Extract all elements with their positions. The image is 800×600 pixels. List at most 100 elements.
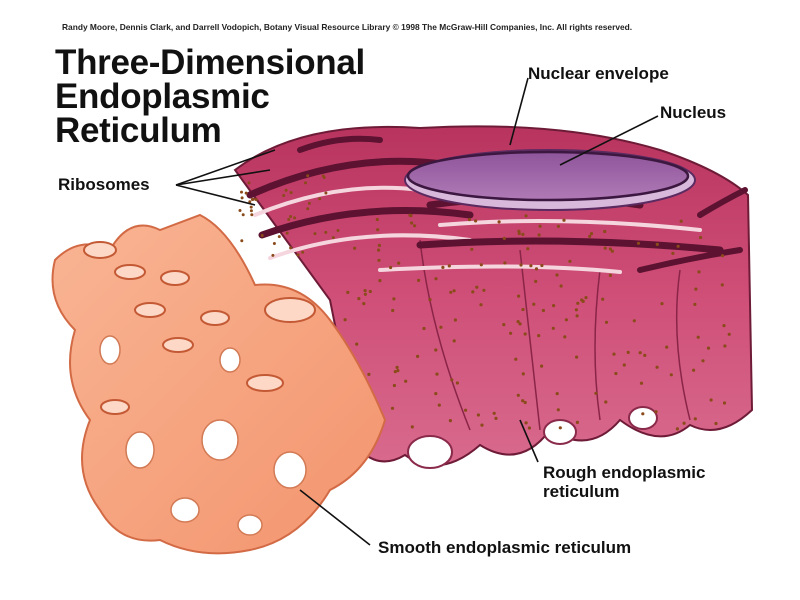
ribosome-dot [355,343,358,346]
ribosome-dot [376,228,379,231]
ribosome-dot [694,417,697,420]
ribosome-dot [640,382,643,385]
ribosome-dot [524,332,527,335]
ribosome-dot [529,264,532,267]
ribosome-dot [540,264,543,267]
ribosome-dot [676,427,679,430]
ribosome-dot [337,229,340,232]
ribosome-dot [590,232,593,235]
ribosome-dot [377,259,380,262]
ribosome-dot [609,274,612,277]
ribosome-dot [517,295,520,298]
ribosome-dot [410,221,413,224]
ribosome-dot [701,359,704,362]
ribosome-dot [391,407,394,410]
rough-er-label-line-2: reticulum [543,482,705,501]
ribosome-dot [532,303,535,306]
ribosome-dot [518,232,521,235]
ribosome-dot [396,366,399,369]
ribosome-dot [519,263,522,266]
ribosome-dot [290,191,293,194]
ribosome-dot [250,213,253,216]
ribosome-dot [255,198,258,201]
ribosome-dot [480,263,483,266]
rough-er-label: Rough endoplasmic reticulum [543,463,705,501]
ribosome-dot [605,321,608,324]
ribosome-dot [471,290,474,293]
ribosome-dot [552,327,555,330]
ribosome-dot [273,242,276,245]
ribosome-dot [556,392,559,395]
nucleus-shape [405,150,695,210]
ribosome-dot [248,181,251,184]
ribosome-dot [377,249,380,252]
ribosome-dot [521,233,524,236]
smooth-er-label: Smooth endoplasmic reticulum [378,538,631,557]
ribosome-dot [392,297,395,300]
ribosome-dot [493,412,496,415]
ribosome-dot [641,412,644,415]
nucleus-label: Nucleus [660,103,726,122]
ribosome-dot [555,273,558,276]
rough-er-label-line-1: Rough endoplasmic [543,463,705,482]
ribosome-dot [450,378,453,381]
ribosome-dot [261,234,264,237]
ribosome-dot [637,242,640,245]
ribosome-dot [563,335,566,338]
ribosome-dot [391,309,394,312]
ribosome-dot [575,356,578,359]
ribosome-dot [271,254,274,257]
ribosome-dot [699,236,702,239]
ribosome-dot [677,245,680,248]
ribosome-dot [453,289,456,292]
ribosome-dot [576,314,579,317]
ribosome-dot [396,369,399,372]
ribosome-dot [389,266,392,269]
ribosome-dot [438,404,441,407]
ribosomes-leader-3 [176,185,255,205]
ribosome-dot [242,213,245,216]
ribosome-dot [357,297,360,300]
ribosome-dot [614,372,617,375]
ribosome-dot [324,192,327,195]
ribosome-dot [323,176,326,179]
ribosome-dot [552,304,555,307]
ribosome-dot [525,421,528,424]
ribosome-dot [560,284,563,287]
ribosome-dot [612,353,615,356]
ribosome-dot [289,215,292,218]
ribosome-dot [568,260,571,263]
ribosome-dot [364,293,367,296]
ribosome-dot [397,262,400,265]
ribosomes-label: Ribosomes [58,175,150,194]
ribosome-dot [287,218,290,221]
ribosome-dot [580,298,583,301]
ribosome-dot [714,422,717,425]
ribosome-dot [362,302,365,305]
ribosome-dot [535,267,538,270]
ribosome-dot [448,264,451,267]
ribosome-dot [241,196,244,199]
ribosome-dot [304,181,307,184]
ribosome-dot [318,197,321,200]
ribosome-dot [517,320,520,323]
ribosome-dot [404,380,407,383]
ribosome-dot [464,409,467,412]
ribosome-dot [654,410,657,413]
ribosome-dot [539,225,542,228]
ribosome-dot [416,355,419,358]
ribosome-dot [522,372,525,375]
ribosome-dot [509,332,512,335]
ribosome-dot [498,220,501,223]
ribosome-dot [285,189,288,192]
ribosome-dot [346,291,349,294]
ribosome-dot [660,302,663,305]
ribosome-dot [474,219,477,222]
ribosome-dot [353,247,356,250]
ribosome-dot [378,244,381,247]
ribosome-dot [332,236,335,239]
ribosome-dot [697,336,700,339]
ribosome-dot [643,354,646,357]
ribosome-dot [449,291,452,294]
ribosome-dot [456,381,459,384]
